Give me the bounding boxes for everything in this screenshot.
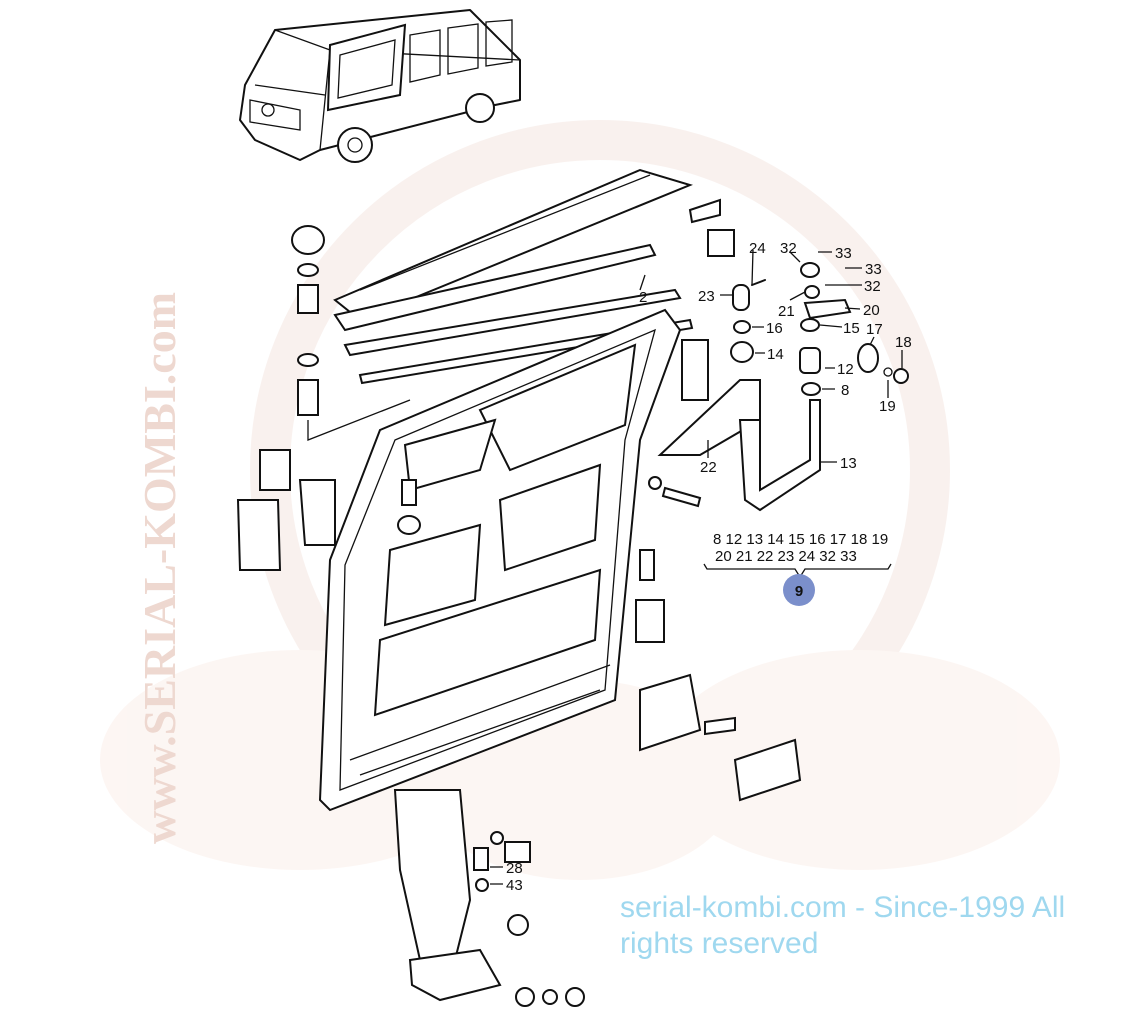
callout-32b: 32 <box>864 278 881 295</box>
window-strips <box>333 168 694 385</box>
callout-43: 43 <box>506 877 523 894</box>
lower-roller-bracket <box>393 789 585 1007</box>
callout-15: 15 <box>843 320 860 337</box>
repair-kit-group: 8 12 13 14 15 16 17 18 19 20 21 22 23 24… <box>703 531 892 606</box>
callout-24: 24 <box>749 240 766 257</box>
callout-33b: 33 <box>865 261 882 278</box>
watermark-arc-text: serial-kombi.com - Since-1999 All rights… <box>620 891 1066 960</box>
callout-28: 28 <box>506 860 523 877</box>
callout-12: 12 <box>837 361 854 378</box>
callout-23: 23 <box>698 288 715 305</box>
callout-13: 13 <box>840 455 857 472</box>
callout-18: 18 <box>895 334 912 351</box>
callout-33: 33 <box>835 245 852 262</box>
callout-17: 17 <box>866 321 883 338</box>
hinge-parts <box>635 198 909 802</box>
kit-number: 9 <box>795 583 803 600</box>
watermark-big-text: www.SERIAL-KOMBI.com <box>134 291 185 845</box>
van-illustration <box>239 9 521 163</box>
callout-14: 14 <box>767 346 784 363</box>
kit-parts-line2: 20 21 22 23 24 32 33 <box>715 548 857 565</box>
sliding-door-panel <box>318 308 682 812</box>
callout-labels: 2 24 32 33 33 32 23 21 20 16 15 17 18 14… <box>506 240 912 894</box>
callout-16: 16 <box>766 320 783 337</box>
callout-19: 19 <box>879 398 896 415</box>
kit-parts-line1: 8 12 13 14 15 16 17 18 19 <box>713 531 888 548</box>
callout-20: 20 <box>863 302 880 319</box>
callout-32: 32 <box>780 240 797 257</box>
leader-lines <box>490 249 903 885</box>
callout-2: 2 <box>639 289 647 306</box>
callout-8: 8 <box>841 382 849 399</box>
left-side-parts <box>236 225 421 571</box>
callout-21: 21 <box>778 303 795 320</box>
callout-22: 22 <box>700 459 717 476</box>
kit-number-badge <box>783 574 815 606</box>
